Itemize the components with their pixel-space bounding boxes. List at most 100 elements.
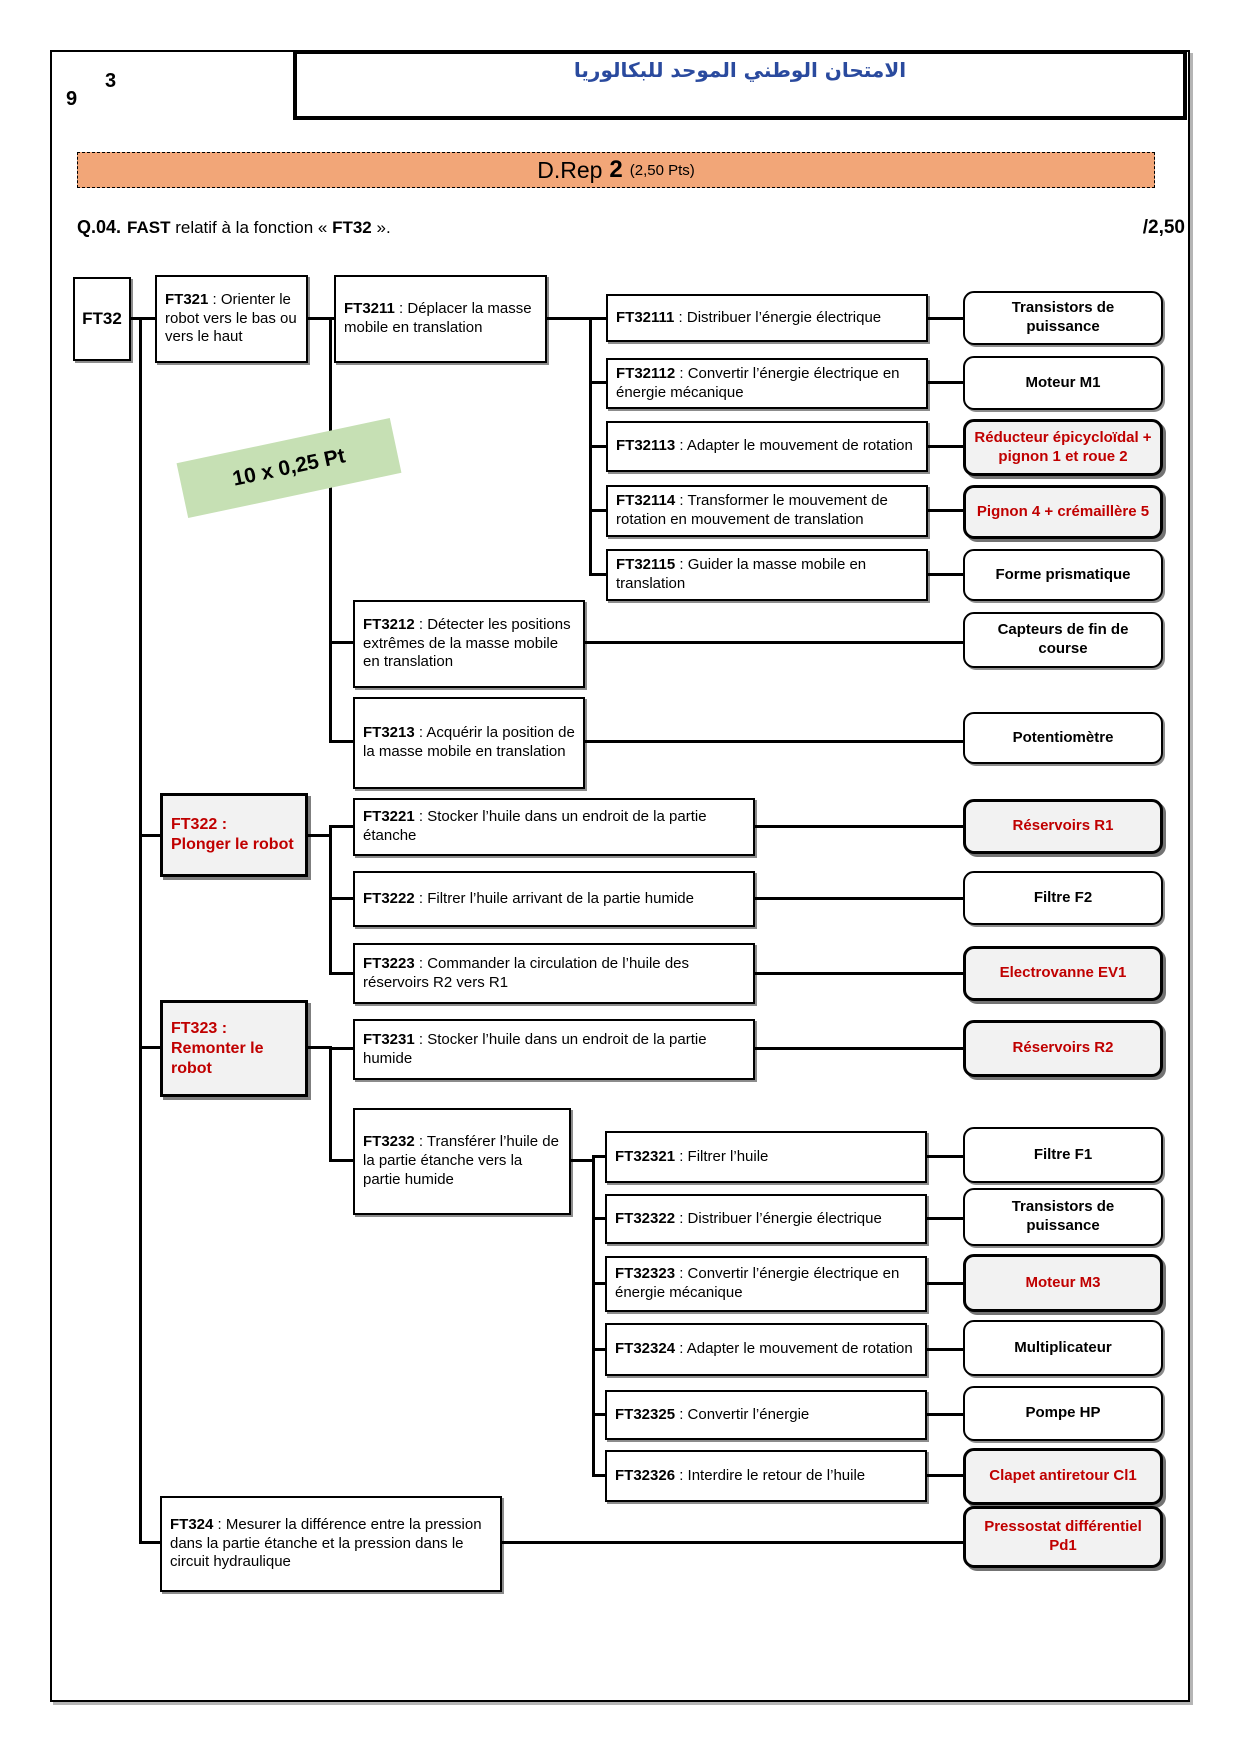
node-ft3212: FT3212 : Détecter les positions extrêmes… [353, 600, 585, 688]
connector [927, 1282, 963, 1285]
node-code: FT322 : [171, 816, 228, 833]
node-code: FT3222 [363, 889, 415, 907]
solution-reservoirs-r1: Réservoirs R1 [963, 799, 1163, 854]
node-text: : Orienter le robot vers le bas ou vers … [165, 290, 297, 346]
node-ft3221: FT3221 : Stocker l’huile dans un endroit… [353, 798, 755, 856]
connector [755, 972, 963, 975]
node-code: FT32113 [616, 437, 676, 455]
solution-reservoirs-r2: Réservoirs R2 [963, 1020, 1163, 1077]
node-code: FT324 [170, 1515, 214, 1533]
node-ft32326: FT32326 : Interdire le retour de l’huile [605, 1450, 927, 1502]
node-code: FT32322 [615, 1209, 676, 1227]
connector [928, 317, 963, 320]
connector [927, 1348, 963, 1351]
connector [329, 972, 353, 975]
connector [928, 509, 963, 512]
node-ft3222: FT3222 : Filtrer l’huile arrivant de la … [353, 871, 755, 927]
solution-capteurs-fin-de-course: Capteurs de fin de course [963, 612, 1163, 668]
node-code: FT3232 [363, 1133, 415, 1151]
node-code: FT32326 [615, 1466, 676, 1484]
connector [329, 1159, 353, 1162]
connector [139, 1541, 160, 1544]
node-ft3232: FT3232 : Transférer l’huile de la partie… [353, 1108, 571, 1215]
node-text: : Stocker l’huile dans un endroit de la … [363, 1030, 707, 1067]
connector [592, 1348, 607, 1351]
connector [329, 740, 353, 743]
connector [502, 1541, 963, 1544]
node-code: FT32115 [616, 556, 676, 574]
node-ft32325: FT32325 : Convertir l’énergie [605, 1390, 927, 1440]
connector [928, 445, 963, 448]
node-text: : Déplacer la masse mobile en translatio… [344, 300, 532, 336]
node-code: FT32321 [615, 1147, 676, 1165]
connector [592, 1155, 607, 1158]
connector [927, 1217, 963, 1220]
connector [329, 641, 353, 644]
node-code: FT32323 [615, 1265, 676, 1283]
node-ft32323: FT32323 : Convertir l’énergie électrique… [605, 1256, 927, 1312]
node-text: : Acquérir la position de la masse mobil… [363, 724, 575, 760]
solution-pressostat-differentiel-pd1: Pressostat différentiel Pd1 [963, 1506, 1163, 1568]
banner-points: (2,50 Pts) [629, 161, 695, 179]
connector [755, 1047, 963, 1050]
node-ft324: FT324 : Mesurer la différence entre la p… [160, 1496, 502, 1592]
node-ft32321: FT32321 : Filtrer l’huile [605, 1131, 927, 1183]
solution-filtre-f1: Filtre F1 [963, 1127, 1163, 1183]
connector [927, 1413, 963, 1416]
node-text: : Interdire le retour de l’huile [675, 1466, 866, 1484]
connector [329, 317, 332, 743]
node-text: : Distribuer l’énergie électrique [675, 1209, 882, 1227]
solution-pompe-hp: Pompe HP [963, 1386, 1163, 1441]
node-code: FT3231 [363, 1030, 415, 1048]
connector [592, 1474, 607, 1477]
node-ft32324: FT32324 : Adapter le mouvement de rotati… [605, 1323, 927, 1376]
connector [589, 445, 606, 448]
connector [329, 897, 353, 900]
connector [308, 1046, 332, 1049]
connector [329, 1047, 353, 1050]
solution-electrovanne-ev1: Electrovanne EV1 [963, 946, 1163, 1001]
connector [585, 641, 963, 644]
connector [329, 1046, 332, 1162]
node-text: : Convertir l’énergie électrique en éner… [615, 1265, 900, 1301]
connector [927, 1155, 963, 1158]
question-number: Q.04. [77, 217, 122, 237]
connector [131, 317, 158, 320]
node-ft32115: FT32115 : Guider la masse mobile en tran… [606, 549, 928, 601]
node-code: FT321 [165, 290, 209, 308]
solution-transistors-de-puissance-1: Transistors de puissance [963, 291, 1163, 345]
node-ft32: FT32 [73, 277, 131, 361]
connector [585, 740, 963, 743]
node-code: FT3212 [363, 615, 415, 633]
connector [928, 381, 963, 384]
connector [755, 897, 963, 900]
node-text: : Transférer l’huile de la partie étanch… [363, 1133, 559, 1188]
connector [589, 381, 606, 384]
node-code: FT323 : [171, 1019, 228, 1037]
node-text: : Distribuer l’énergie électrique [674, 308, 882, 326]
node-code: FT3213 [363, 724, 415, 742]
node-ft32322: FT32322 : Distribuer l’énergie électriqu… [605, 1194, 927, 1244]
node-code: FT32111 [616, 308, 675, 326]
question-line: Q.04. FAST relatif à la fonction « FT32 … [77, 217, 1185, 239]
solution-filtre-f2: Filtre F2 [963, 871, 1163, 925]
connector [927, 1474, 963, 1477]
question-function: FT32 [332, 218, 372, 237]
connector [308, 317, 334, 320]
node-ft32113: FT32113 : Adapter le mouvement de rotati… [606, 421, 928, 472]
node-code: FT3221 [363, 808, 415, 826]
connector [329, 825, 332, 975]
page-number: 9 [66, 88, 78, 110]
connector [592, 1217, 607, 1220]
connector [139, 1046, 160, 1049]
node-code: FT32112 [616, 364, 676, 382]
connector [547, 317, 606, 320]
solution-pignon-cremaillere: Pignon 4 + crémaillère 5 [963, 485, 1163, 539]
solution-multiplicateur: Multiplicateur [963, 1320, 1163, 1376]
node-ft3213: FT3213 : Acquérir la position de la mass… [353, 697, 585, 789]
connector [571, 1159, 595, 1162]
node-text: : Guider la masse mobile en translation [616, 556, 867, 592]
node-ft32111: FT32111 : Distribuer l’énergie électriqu… [606, 294, 928, 342]
node-text: : Adapter le mouvement de rotation [675, 1340, 913, 1358]
